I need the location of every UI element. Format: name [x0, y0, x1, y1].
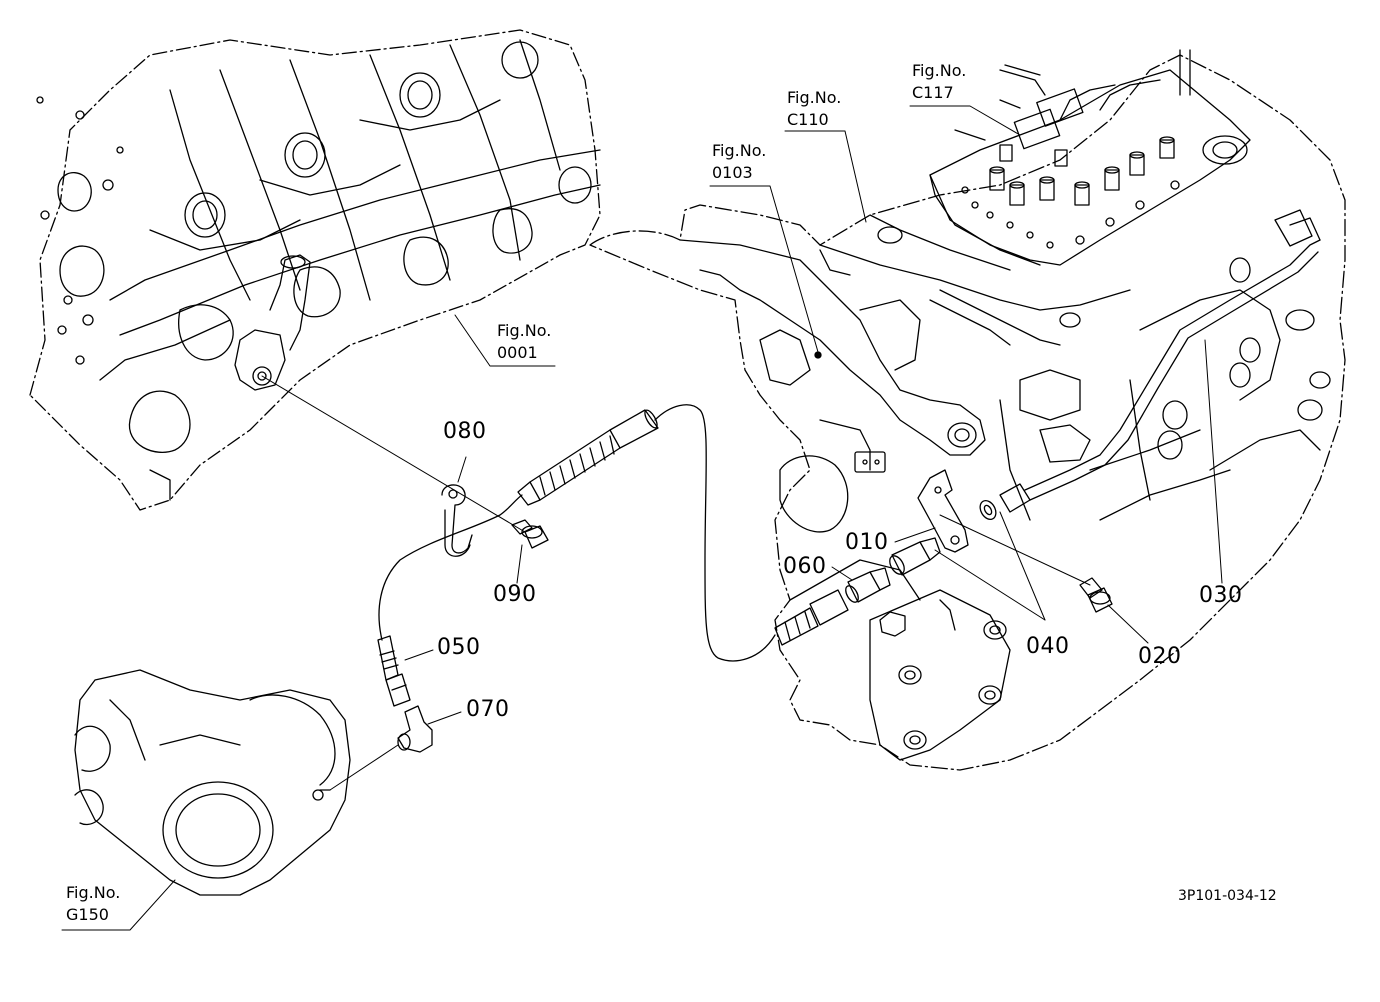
fig-ref-g150-line2: G150 [66, 905, 109, 924]
fig-ref-c110: Fig.No. C110 [787, 87, 841, 131]
part-label-050: 050 [437, 635, 481, 660]
fig-ref-0001-line1: Fig.No. [497, 321, 552, 340]
cable-main [654, 404, 776, 662]
part-label-020: 020 [1138, 644, 1182, 669]
fig-ref-0103-line1: Fig.No. [712, 141, 767, 160]
fig-ref-c117-line2: C117 [912, 83, 954, 102]
fitting-060 [774, 567, 891, 646]
part-label-040: 040 [1026, 634, 1070, 659]
fig-ref-g150: Fig.No. G150 [66, 882, 120, 926]
bolt-090 [511, 519, 549, 549]
fig-ref-0103: Fig.No. 0103 [712, 140, 766, 184]
fig-ref-c117-line1: Fig.No. [912, 61, 967, 80]
pipe-030 [1024, 209, 1321, 501]
bolt-020 [1079, 577, 1113, 613]
g150-housing [74, 669, 351, 896]
elbow-070 [397, 705, 433, 753]
fig-ref-0001: Fig.No. 0001 [497, 320, 551, 364]
part-label-090: 090 [493, 582, 537, 607]
fig-ref-c110-line2: C110 [787, 110, 829, 129]
part-label-080: 080 [443, 419, 487, 444]
part-label-030: 030 [1199, 583, 1243, 608]
clamp-080 [441, 484, 473, 557]
drawing-code: 3P101-034-12 [1178, 888, 1277, 904]
connector-sleeve [517, 409, 659, 506]
fig-ref-0001-line2: 0001 [497, 343, 538, 362]
leader-lines [61, 105, 1223, 931]
engine-block [29, 29, 601, 511]
fig-ref-0103-line2: 0103 [712, 163, 753, 182]
cable-050 [378, 494, 523, 641]
part-label-070: 070 [466, 697, 510, 722]
transmission-housing [589, 49, 1346, 771]
bracket-010 [917, 469, 969, 553]
sensor-050 [377, 635, 411, 707]
fig-ref-c110-line1: Fig.No. [787, 88, 842, 107]
fitting-040 [889, 483, 1031, 576]
fig-ref-g150-line1: Fig.No. [66, 883, 121, 902]
part-label-060: 060 [783, 554, 827, 579]
fig-ref-c117: Fig.No. C117 [912, 60, 966, 104]
part-label-010: 010 [845, 530, 889, 555]
